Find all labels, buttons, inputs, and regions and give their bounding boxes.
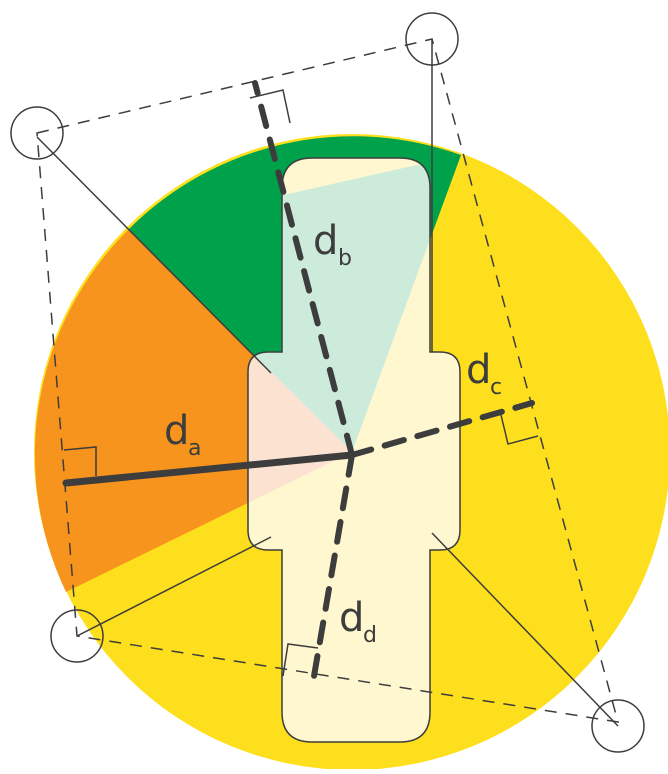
label-db-main: d: [313, 218, 338, 264]
support-polygon: [36, 38, 620, 723]
right-angle-d: [282, 643, 319, 677]
label-da-main: d: [164, 408, 189, 454]
label-dd-main: d: [339, 595, 364, 641]
label-da: d a: [164, 408, 201, 461]
robot-body-outline: [247, 157, 461, 743]
wheel-bottom-left: [50, 609, 104, 663]
wheel-top-left: [10, 106, 64, 160]
label-dd: d d: [339, 595, 377, 648]
distance-db: [252, 80, 355, 458]
label-dd-sub: d: [363, 623, 377, 648]
label-db: d b: [313, 218, 352, 271]
legs: [36, 39, 619, 727]
right-angle-b: [249, 89, 291, 124]
label-da-sub: a: [188, 436, 201, 461]
wheel-bottom-right: [591, 699, 645, 753]
label-db-sub: b: [338, 246, 352, 271]
label-dc-main: d: [466, 347, 491, 393]
right-angle-c: [500, 414, 539, 445]
right-angle-a: [63, 446, 97, 476]
label-dc: d c: [466, 347, 502, 400]
label-dc-sub: c: [490, 375, 502, 400]
leg-bottom-left: [76, 536, 272, 637]
distance-dd: [310, 452, 355, 685]
sector-orange: [34, 230, 352, 592]
wheels: [10, 12, 645, 753]
distance-dc: [349, 400, 535, 458]
wheel-top-right: [405, 12, 459, 66]
leg-top-left: [36, 136, 272, 374]
right-angle-markers: [63, 89, 539, 677]
distance-lines: [62, 80, 535, 685]
leg-bottom-right: [431, 532, 619, 727]
distance-da: [62, 451, 356, 487]
robot-body-fill: [248, 158, 460, 742]
